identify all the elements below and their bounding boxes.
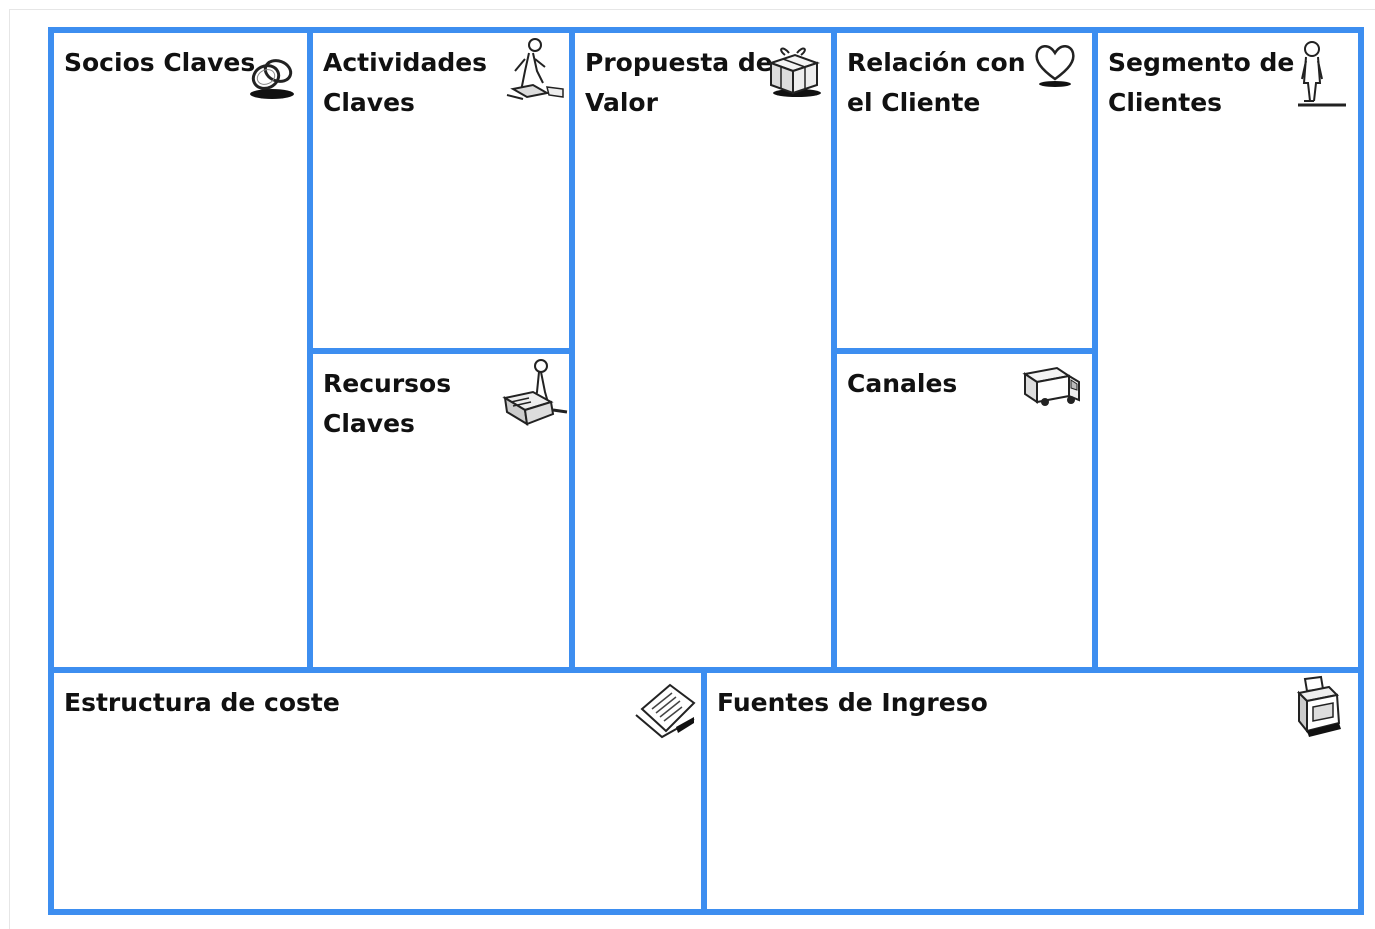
delivery-truck-icon <box>1021 362 1083 412</box>
key-activities-block: Actividades Claves <box>313 33 575 354</box>
revenue-streams-title: Fuentes de Ingreso <box>717 688 988 717</box>
key-partners-block: Socios Claves <box>54 33 313 673</box>
person-with-machine-icon <box>499 358 569 428</box>
receipt-paper-icon <box>632 679 698 739</box>
key-resources-block: Recursos Claves <box>313 354 575 673</box>
standing-person-icon <box>1294 39 1350 111</box>
value-proposition-block: Propuesta de Valor <box>575 33 837 673</box>
worker-with-tools-icon <box>503 37 567 103</box>
value-proposition-title: Propuesta de Valor <box>585 48 773 117</box>
cash-register-icon <box>1289 675 1347 741</box>
linked-rings-icon <box>244 51 298 101</box>
revenue-streams-block: Fuentes de Ingreso <box>707 673 1358 909</box>
cost-structure-block: Estructura de coste <box>54 673 707 909</box>
key-activities-title: Actividades Claves <box>323 48 488 117</box>
page-frame <box>9 9 1375 929</box>
channels-title: Canales <box>847 369 958 398</box>
customer-segments-title: Segmento de Clientes <box>1108 48 1295 117</box>
customer-segments-block: Segmento de Clientes <box>1098 33 1358 673</box>
gift-box-icon <box>763 43 825 99</box>
channels-block: Canales <box>837 354 1098 673</box>
key-partners-title: Socios Claves <box>64 48 256 77</box>
heart-icon <box>1031 39 1079 89</box>
business-model-canvas: Socios Claves Actividades Claves R <box>48 27 1364 915</box>
key-resources-title: Recursos Claves <box>323 369 452 438</box>
customer-relationships-title: Relación con el Cliente <box>847 48 1026 117</box>
customer-relationships-block: Relación con el Cliente <box>837 33 1098 354</box>
cost-structure-title: Estructura de coste <box>64 688 340 717</box>
